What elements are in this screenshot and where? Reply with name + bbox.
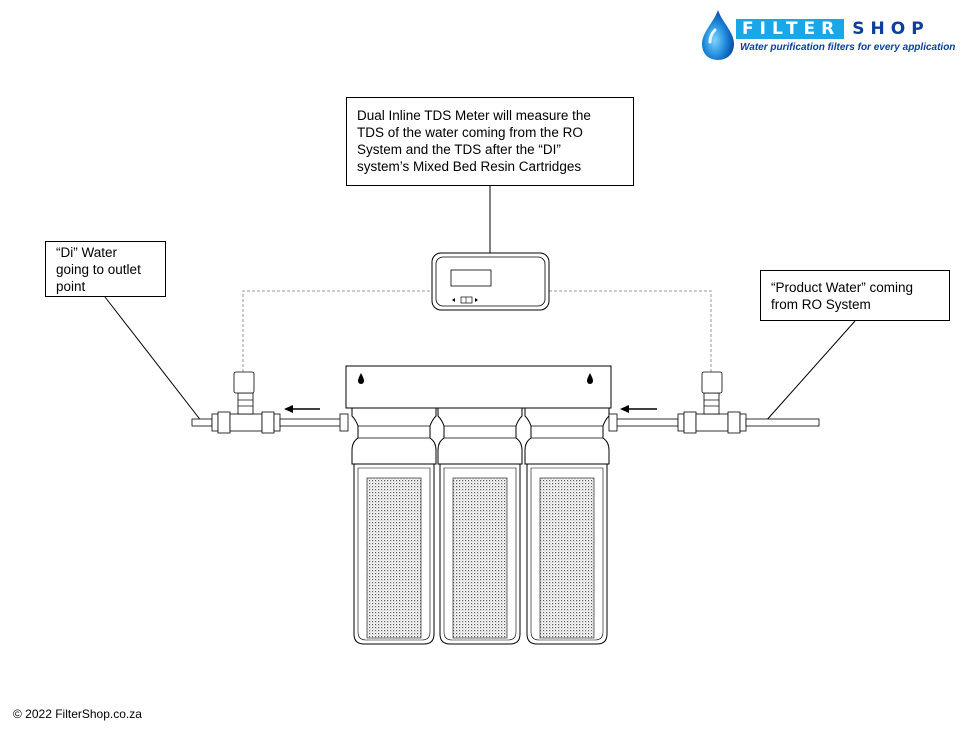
callout-line: “Di” Water <box>56 245 117 260</box>
probe-wire-left <box>242 290 432 372</box>
housing-port <box>608 413 618 432</box>
tds-meter <box>431 252 550 311</box>
housing-sump-inner <box>443 467 517 641</box>
resin-cartridge <box>539 477 595 639</box>
housing-cap <box>524 407 610 465</box>
probe-wire-right <box>549 290 712 372</box>
filter-housings <box>339 407 618 645</box>
flow-arrow-left <box>284 405 320 413</box>
callout-line: System and the TDS after the “DI” <box>357 142 561 157</box>
brand-tagline: Water purification filters for every app… <box>740 42 956 53</box>
brand-logo <box>700 8 970 63</box>
callout-line: point <box>56 279 86 294</box>
brand-name-part2: SHOP <box>852 19 930 39</box>
mounting-bracket <box>345 365 612 409</box>
flow-arrow-right <box>620 405 657 413</box>
resin-cartridge <box>366 477 422 639</box>
di-water-callout: “Di” Water going to outlet point <box>45 241 166 297</box>
housing-cap <box>351 407 437 465</box>
resin-cartridge <box>452 477 508 639</box>
outlet-pipe-assembly <box>191 371 347 434</box>
callout-line: “Product Water” coming <box>771 280 914 295</box>
housing-cap <box>437 407 523 465</box>
brand-name-part1: FILTER <box>736 19 845 39</box>
callout-line: system’s Mixed Bed Resin Cartridges <box>357 159 582 174</box>
housing-sump-inner <box>530 467 604 641</box>
product-leader-line <box>764 320 856 423</box>
di-leader-line <box>104 296 203 423</box>
housing-port <box>339 413 349 432</box>
copyright-text: © 2022 FilterShop.co.za <box>13 707 142 721</box>
callout-line: TDS of the water coming from the RO <box>357 125 583 140</box>
product-water-callout: “Product Water” coming from RO System <box>760 270 950 321</box>
callout-line: going to outlet <box>56 262 141 277</box>
housing-sump-inner <box>357 467 431 641</box>
brand-name: FILTER SHOP <box>736 18 966 40</box>
callout-line: from RO System <box>771 297 871 312</box>
water-drop-icon <box>702 10 734 60</box>
tds-meter-callout: Dual Inline TDS Meter will measure the T… <box>346 97 634 186</box>
inlet-pipe-assembly <box>611 371 820 434</box>
callout-line: Dual Inline TDS Meter will measure the <box>357 108 591 123</box>
